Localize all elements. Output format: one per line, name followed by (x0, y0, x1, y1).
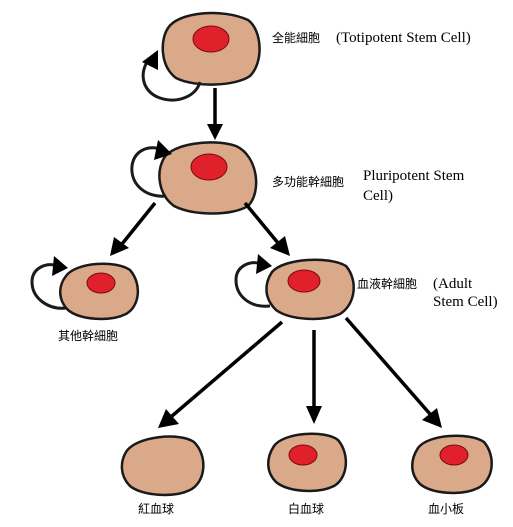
rbc-label: 紅血球 (138, 502, 174, 516)
blood-stem-label-en-2: Stem Cell) (433, 294, 498, 310)
other-stem-label: 其他幹細胞 (58, 328, 118, 343)
self-renewal-arrow (130, 140, 172, 198)
arrow-blood-to-wbc (306, 330, 322, 424)
self-renewal-arrow (30, 256, 68, 310)
wbc-label: 白血球 (288, 501, 324, 516)
pluripotent-cell (158, 141, 258, 215)
red-blood-cell (120, 435, 205, 497)
platelet-cell (411, 434, 493, 495)
arrow-pluripotent-to-adult (243, 201, 290, 256)
totipotent-cell (161, 11, 261, 86)
arrow-blood-to-platelet (344, 316, 442, 428)
arrow-totipotent-to-pluripotent (207, 88, 223, 140)
self-renewal-arrow (234, 254, 272, 308)
pluripotent-label-cn: 多功能幹細胞 (272, 174, 344, 189)
totipotent-label-cn: 全能細胞 (272, 30, 320, 45)
platelet-label: 血小板 (428, 502, 464, 516)
pluripotent-label-en-2: Cell) (363, 188, 393, 204)
self-renewal-arrow (141, 50, 202, 102)
pluripotent-label-en-1: Pluripotent Stem (363, 168, 465, 184)
blood-stem-label-en-1: (Adult (433, 276, 473, 292)
other-stem-cell (59, 262, 139, 321)
blood-stem-cell (265, 258, 355, 321)
blood-stem-label-cn: 血液幹細胞 (357, 276, 417, 291)
arrow-blood-to-rbc (158, 320, 284, 428)
totipotent-label-en: (Totipotent Stem Cell) (336, 30, 471, 46)
arrow-pluripotent-to-other (110, 201, 157, 256)
white-blood-cell (267, 432, 347, 493)
